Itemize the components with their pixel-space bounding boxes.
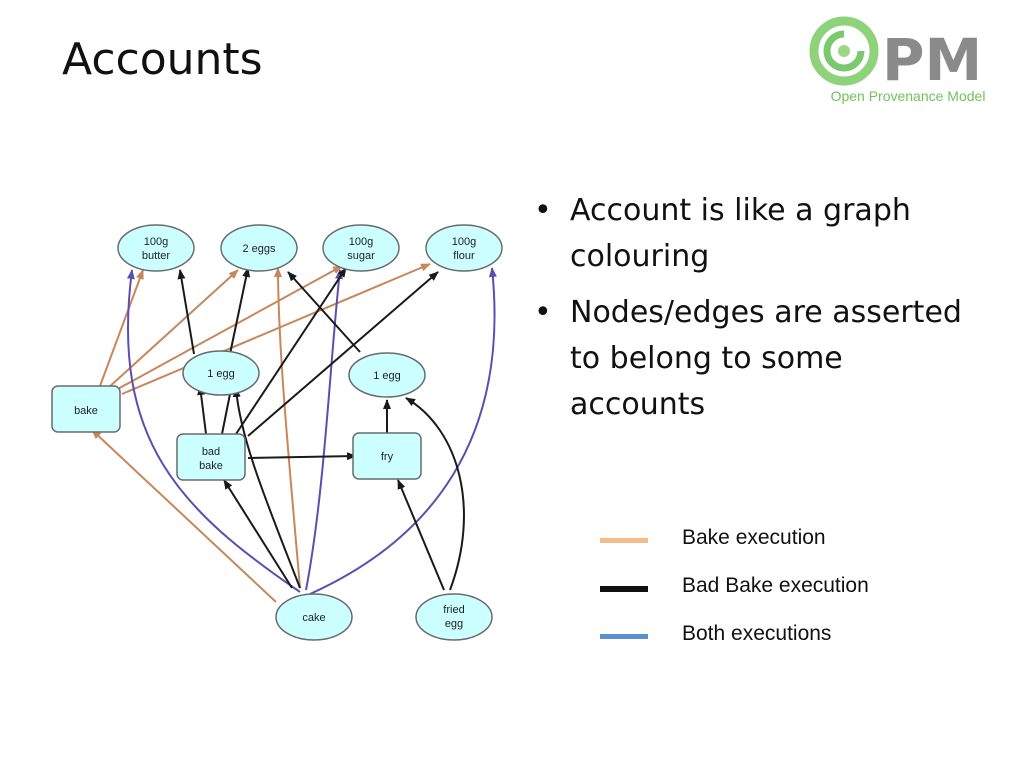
bullet-list: Account is like a graph colouring Nodes/… — [530, 188, 970, 438]
svg-text:100g: 100g — [452, 236, 476, 248]
edge-cake-butter — [126, 269, 301, 593]
edge-cake-sugar — [305, 269, 343, 591]
opm-swirl-icon — [809, 16, 879, 86]
both-edges — [126, 267, 497, 595]
svg-text:sugar: sugar — [347, 250, 375, 262]
svg-text:1 egg: 1 egg — [373, 370, 401, 382]
provenance-graph: 100g butter 2 eggs 100g sugar 100g flour… — [51, 224, 503, 641]
svg-text:fried: fried — [443, 604, 464, 616]
edge-badbake-egg1a — [197, 385, 207, 435]
bullet-item: Account is like a graph colouring — [530, 188, 970, 280]
node-1-egg-a: 1 egg — [182, 350, 260, 396]
node-2-eggs: 2 eggs — [220, 224, 298, 272]
logo-caption: Open Provenance Model — [830, 88, 986, 104]
node-fried-egg: fried egg — [415, 593, 493, 641]
svg-text:100g: 100g — [144, 236, 168, 248]
svg-text:2 eggs: 2 eggs — [242, 243, 276, 255]
legend-swatch-bad-bake — [600, 586, 648, 592]
edge-badbake-sugar — [235, 267, 347, 435]
legend-swatch-bake — [600, 538, 648, 543]
edge-bake-sugar — [115, 265, 343, 391]
edge-egg1b-eggs2 — [287, 271, 361, 353]
svg-text:butter: butter — [142, 250, 170, 262]
edge-badbake-flour — [247, 271, 439, 437]
svg-text:egg: egg — [445, 618, 463, 630]
node-fry: fry — [352, 432, 422, 480]
legend: Bake execution Bad Bake execution Both e… — [600, 526, 980, 670]
svg-text:flour: flour — [453, 250, 475, 262]
slide-title: Accounts — [62, 34, 263, 85]
svg-text:bad: bad — [202, 446, 220, 458]
svg-text:100g: 100g — [349, 236, 373, 248]
edge-egg1a-eggs2 — [229, 267, 251, 355]
node-1-egg-b: 1 egg — [348, 352, 426, 398]
bullet-item: Nodes/edges are asserted to belong to so… — [530, 290, 970, 428]
edge-friedegg-egg1b — [405, 397, 465, 591]
edge-cake-bake — [91, 429, 277, 603]
edge-cake-flour — [309, 267, 497, 595]
edge-bake-flour — [121, 263, 431, 395]
svg-text:bake: bake — [74, 405, 98, 417]
legend-item-both: Both executions — [600, 622, 980, 670]
node-sugar: 100g sugar — [322, 224, 400, 272]
node-butter: 100g butter — [117, 224, 195, 272]
legend-label-bake: Bake execution — [682, 526, 826, 549]
legend-item-bad-bake: Bad Bake execution — [600, 574, 980, 622]
edge-friedegg-fry — [397, 479, 445, 591]
edge-cake-eggs2 — [274, 267, 301, 589]
opm-logo: PM — [809, 16, 982, 94]
edge-badbake-fry — [247, 452, 357, 461]
node-cake: cake — [275, 593, 353, 641]
bad-bake-edges — [177, 267, 465, 591]
svg-text:cake: cake — [302, 612, 325, 624]
edge-cake-badbake — [223, 479, 293, 589]
svg-text:fry: fry — [381, 451, 394, 463]
svg-text:1 egg: 1 egg — [207, 368, 235, 380]
edge-cake-egg1a — [232, 387, 301, 589]
legend-label-both: Both executions — [682, 622, 832, 645]
opm-logo-letters: PM — [882, 26, 982, 94]
svg-text:bake: bake — [199, 460, 223, 472]
legend-swatch-both — [600, 634, 648, 639]
node-bake: bake — [51, 385, 121, 433]
edge-egg1a-butter — [177, 269, 195, 355]
node-bad-bake: bad bake — [176, 433, 246, 481]
legend-item-bake: Bake execution — [600, 526, 980, 574]
legend-label-bad-bake: Bad Bake execution — [682, 574, 869, 597]
edge-bake-butter — [99, 269, 144, 387]
node-flour: 100g flour — [425, 224, 503, 272]
